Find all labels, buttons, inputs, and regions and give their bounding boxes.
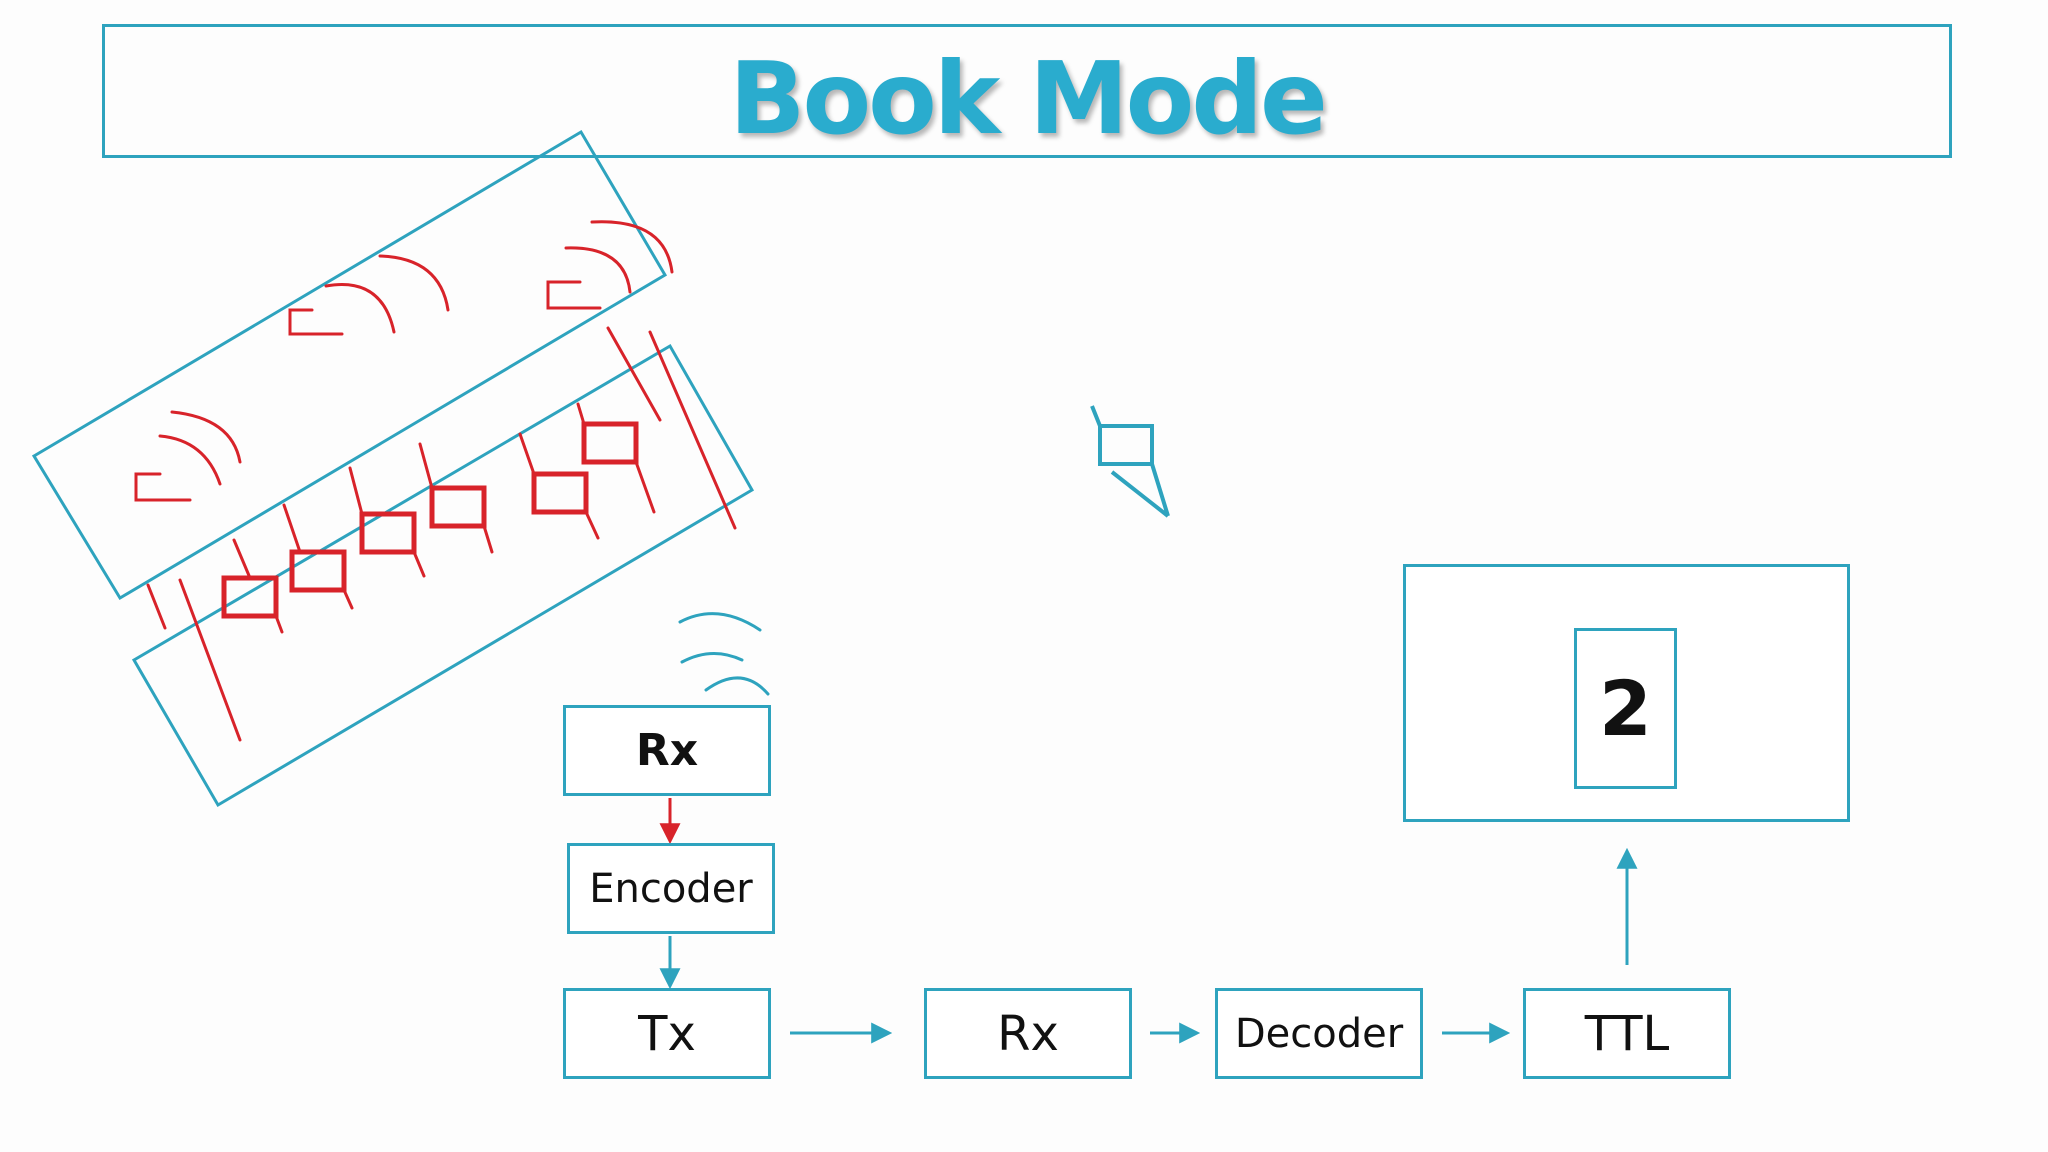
rx-bottom-label: Rx (997, 1005, 1059, 1062)
encoder-label: Encoder (589, 865, 753, 912)
signal-arc-icon (158, 434, 222, 486)
signal-arc-icon (378, 254, 450, 312)
tx-label: Tx (638, 1005, 696, 1062)
red-sketch (134, 220, 737, 742)
decoder-label: Decoder (1234, 1010, 1404, 1057)
signal-arc-icon (170, 410, 242, 464)
page-title: Book Mode (729, 40, 1328, 157)
rx-box-bottom: Rx (924, 988, 1132, 1079)
led-sensor-icon (1090, 405, 1170, 518)
led-bracket-icon (288, 308, 344, 336)
ttl-label: TTL (1584, 1005, 1670, 1062)
led-bracket-icon (546, 280, 602, 310)
rx-top-label: Rx (635, 725, 699, 776)
signal-arc-icon (324, 283, 396, 334)
display-digit: 2 (1574, 628, 1677, 789)
decoder-box: Decoder (1215, 988, 1423, 1079)
led-bracket-icon (134, 472, 192, 502)
signal-arc-icon (590, 220, 674, 274)
ttl-box: TTL (1523, 988, 1731, 1079)
signal-arc-icon (564, 246, 632, 294)
encoder-box: Encoder (567, 843, 775, 934)
wifi-waves-icon (678, 612, 770, 696)
tx-box: Tx (563, 988, 771, 1079)
book-top-page (31, 129, 668, 601)
rx-box-top: Rx (563, 705, 771, 796)
title-banner: Book Mode (102, 24, 1952, 158)
